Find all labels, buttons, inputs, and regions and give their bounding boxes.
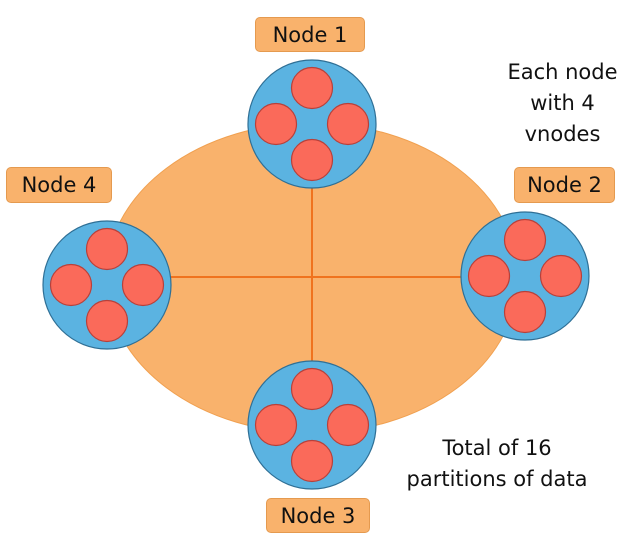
vnode [254, 403, 298, 447]
node-1-label: Node 1 [255, 17, 365, 52]
vnode [539, 254, 583, 298]
vnode [121, 263, 165, 307]
vnode [503, 218, 547, 262]
node-circle [460, 211, 590, 341]
vnode [326, 102, 370, 146]
node-circle [247, 59, 377, 189]
vnode [503, 290, 547, 334]
vnodes-note: Each node with 4 vnodes [500, 57, 625, 150]
vnode [290, 138, 334, 182]
node-4 [42, 220, 172, 350]
node-2-label: Node 2 [514, 167, 615, 203]
vnode [326, 403, 370, 447]
node-circle [247, 360, 377, 490]
note-line: vnodes [524, 122, 601, 146]
vnode [467, 254, 511, 298]
note-line: Total of 16 [442, 436, 552, 460]
vnode [49, 263, 93, 307]
note-line: with 4 [530, 91, 595, 115]
vnode [290, 439, 334, 483]
vnode [85, 299, 129, 343]
node-1 [247, 59, 377, 189]
note-line: Each node [507, 60, 618, 84]
vnode [290, 66, 334, 110]
node-4-label: Node 4 [6, 167, 112, 203]
node-3 [247, 360, 377, 490]
vnode [290, 367, 334, 411]
node-3-label: Node 3 [266, 498, 370, 533]
node-circle [42, 220, 172, 350]
vnode [254, 102, 298, 146]
vnode [85, 227, 129, 271]
note-line: partitions of data [406, 467, 588, 491]
partitions-note: Total of 16 partitions of data [392, 433, 602, 495]
node-2 [460, 211, 590, 341]
